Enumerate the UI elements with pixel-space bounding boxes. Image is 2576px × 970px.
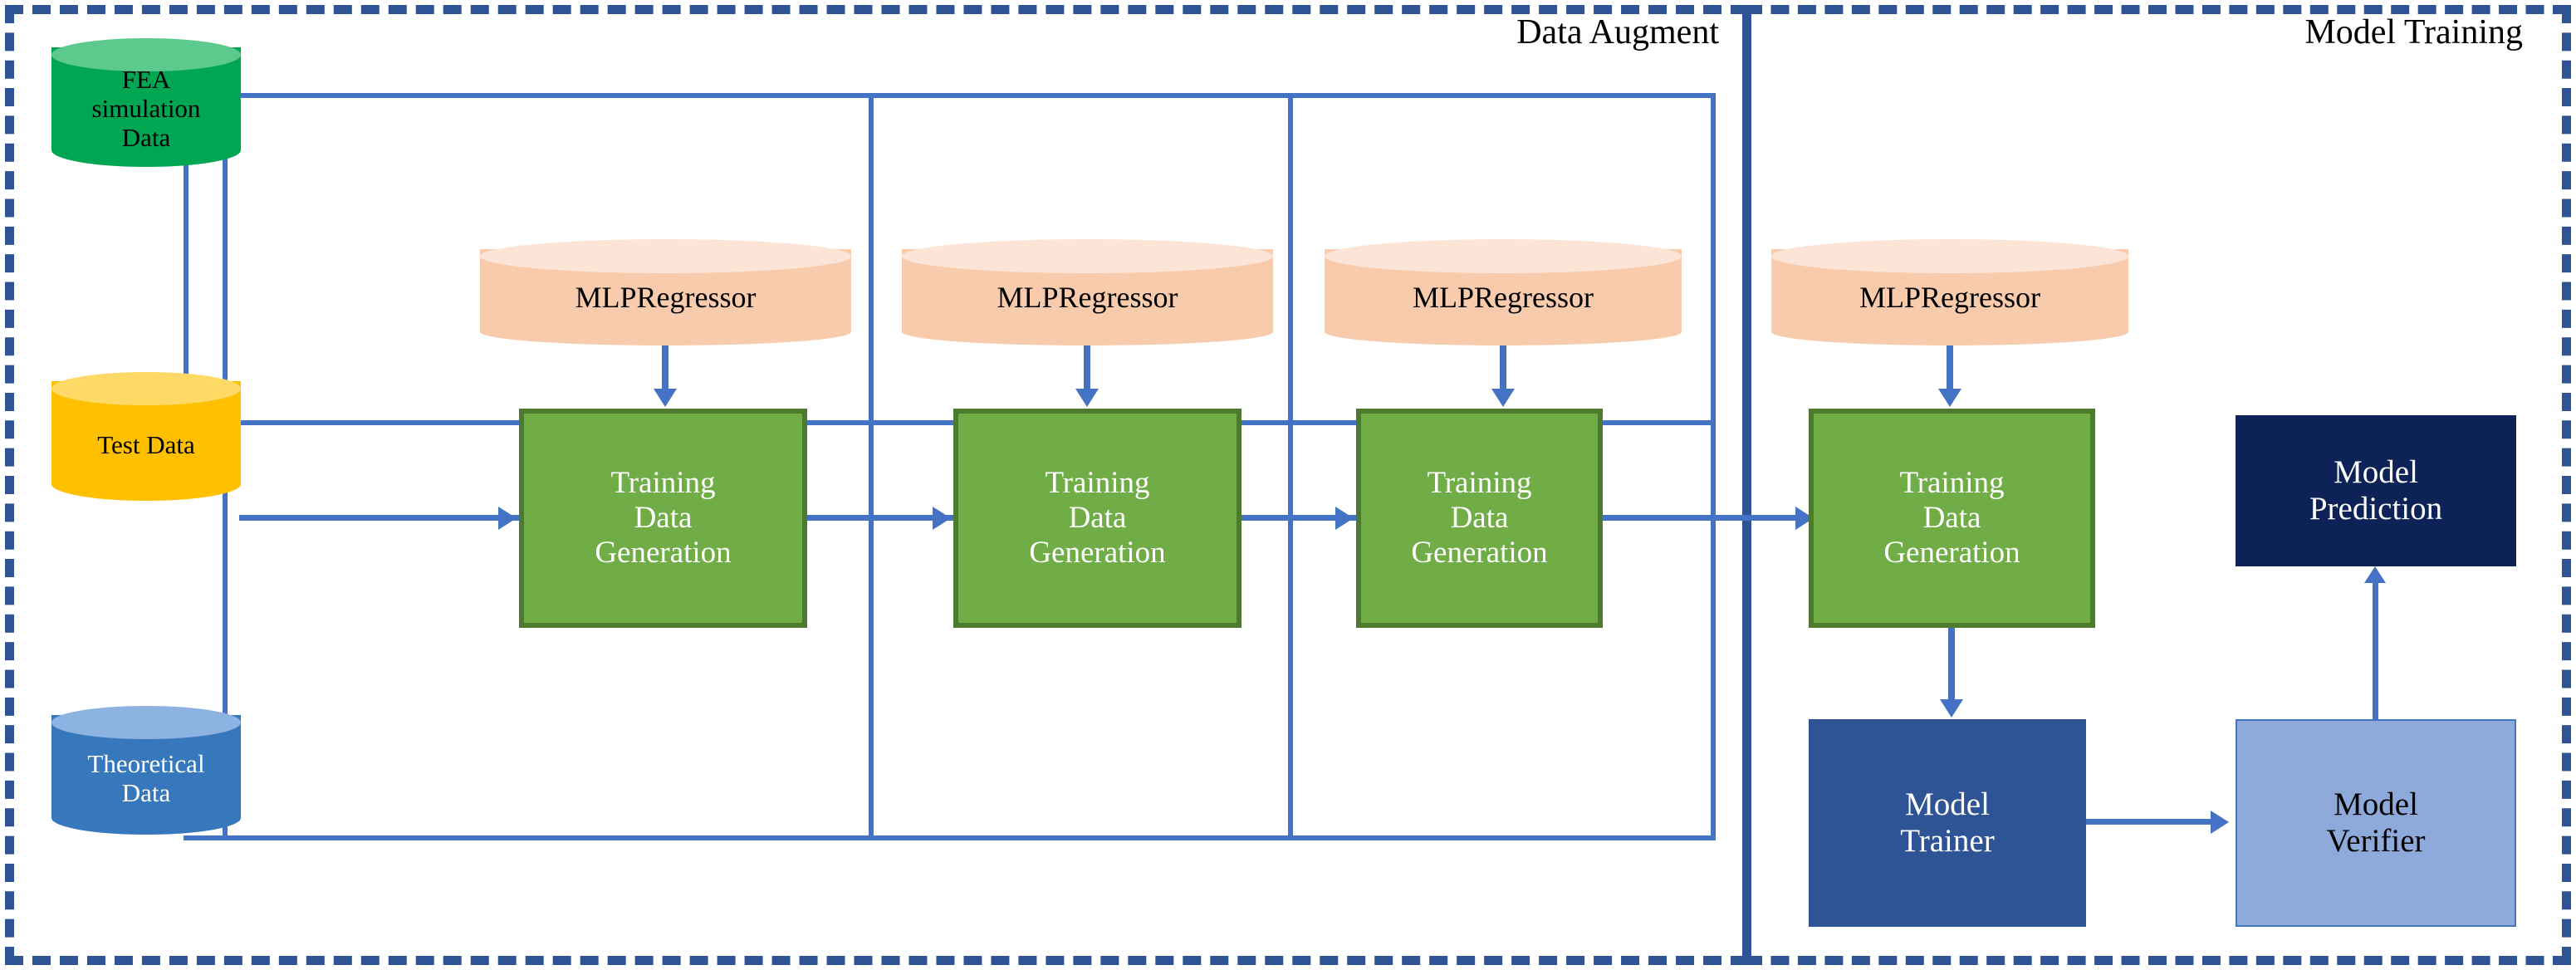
bus-rail-bottom [184, 835, 1716, 840]
connector-mlp4-to-gen4 [1947, 345, 1953, 392]
generator-2-line-2: Data [1068, 501, 1127, 536]
model-trainer-line-1: Model [1905, 786, 1990, 822]
augment-column-separator-2 [869, 93, 874, 840]
generator-3-line-3: Generation [1411, 535, 1548, 570]
cylinder-top-ellipse [1771, 239, 2128, 273]
arrow-into-generator-3 [1335, 507, 1354, 530]
generator-3-line-2: Data [1450, 501, 1509, 536]
generator-2-line-3: Generation [1029, 535, 1166, 570]
model-trainer-line-2: Trainer [1900, 823, 1995, 859]
section-divider [1742, 8, 1751, 962]
bus-rail-right [1711, 93, 1716, 840]
cylinder-top-ellipse [1325, 239, 1682, 273]
model-verifier-box[interactable]: Model Verifier [2236, 719, 2516, 927]
connector-mlp1-to-gen1 [662, 345, 668, 392]
regressor-label-1: MLPRegressor [575, 280, 757, 314]
generator-box-2[interactable]: Training Data Generation [953, 409, 1241, 628]
arrow-into-generator-2 [933, 507, 951, 530]
flow-rail-gen3-to-gen4 [1601, 515, 1821, 521]
model-trainer-box[interactable]: Model Trainer [1809, 719, 2086, 927]
model-verifier-line-2: Verifier [2326, 823, 2426, 859]
regressor-cylinder-4[interactable]: MLPRegressor [1771, 239, 2128, 345]
model-prediction-box[interactable]: Model Prediction [2236, 415, 2516, 566]
model-training-section-frame [1744, 5, 2571, 965]
source-cylinder-theoretical-data[interactable]: Theoretical Data [51, 706, 241, 835]
model-prediction-line-2: Prediction [2309, 491, 2443, 527]
generator-4-line-1: Training [1899, 466, 2005, 501]
model-verifier-line-1: Model [2334, 786, 2418, 822]
cylinder-top-ellipse [51, 706, 241, 740]
regressor-cylinder-2[interactable]: MLPRegressor [902, 239, 1273, 345]
flow-rail-gen1-to-gen2 [804, 515, 955, 521]
theoretical-line-1: Theoretical [87, 748, 205, 778]
source-cylinder-fea[interactable]: FEA simulation Data [51, 38, 241, 167]
data-augment-section-frame [5, 5, 1749, 965]
arrow-gen4-into-trainer [1940, 699, 1963, 718]
regressor-label-4: MLPRegressor [1859, 280, 2040, 314]
source-label-test-data: Test Data [97, 430, 195, 460]
theoretical-line-2: Data [121, 777, 171, 807]
arrow-into-generator-1 [498, 507, 517, 530]
fea-line-1: FEA [121, 65, 171, 95]
arrow-mlp4-into-gen4 [1938, 389, 1961, 407]
connector-gen4-to-trainer [1948, 628, 1955, 703]
flow-rail-source-to-gen1 [239, 515, 522, 521]
connector-mlp2-to-gen2 [1084, 345, 1090, 392]
source-cylinder-test-data[interactable]: Test Data [51, 372, 241, 501]
generator-box-4[interactable]: Training Data Generation [1809, 409, 2095, 628]
source-label-theoretical-data: Theoretical Data [51, 706, 241, 835]
cylinder-top-ellipse [51, 372, 241, 406]
regressor-cylinder-3[interactable]: MLPRegressor [1325, 239, 1682, 345]
generator-1-line-3: Generation [595, 535, 732, 570]
generator-3-line-1: Training [1427, 466, 1532, 501]
connector-trainer-to-verifier [2086, 819, 2219, 825]
regressor-label-3: MLPRegressor [1413, 280, 1594, 314]
generator-4-line-3: Generation [1883, 535, 2020, 570]
generator-box-1[interactable]: Training Data Generation [519, 409, 807, 628]
cylinder-top-ellipse [902, 239, 1273, 273]
flow-rail-gen2-to-gen3 [1240, 515, 1360, 521]
generator-1-line-1: Training [610, 466, 716, 501]
generator-box-3[interactable]: Training Data Generation [1356, 409, 1603, 628]
fea-line-3: Data [121, 122, 171, 152]
generator-4-line-2: Data [1922, 501, 1981, 536]
regressor-cylinder-1[interactable]: MLPRegressor [480, 239, 851, 345]
connector-mlp3-to-gen3 [1500, 345, 1506, 392]
section-label-model-training: Model Training [2304, 13, 2523, 51]
model-prediction-line-1: Model [2334, 453, 2418, 490]
bus-rail-top [184, 93, 1716, 98]
arrow-verifier-into-prediction [2364, 566, 2386, 583]
connector-verifier-to-prediction [2373, 581, 2378, 719]
augment-column-separator-3 [1288, 93, 1293, 840]
generator-2-line-1: Training [1045, 466, 1150, 501]
fea-line-2: simulation [91, 94, 201, 124]
cylinder-top-ellipse [51, 38, 241, 72]
section-label-data-augment: Data Augment [1516, 13, 1719, 51]
generator-1-line-2: Data [634, 501, 693, 536]
arrow-mlp2-into-gen2 [1075, 389, 1099, 407]
arrow-mlp1-into-gen1 [654, 389, 677, 407]
arrow-trainer-into-verifier [2211, 811, 2229, 834]
regressor-label-2: MLPRegressor [997, 280, 1178, 314]
cylinder-top-ellipse [480, 239, 851, 273]
source-label-fea: FEA simulation Data [51, 38, 241, 167]
arrow-mlp3-into-gen3 [1491, 389, 1515, 407]
